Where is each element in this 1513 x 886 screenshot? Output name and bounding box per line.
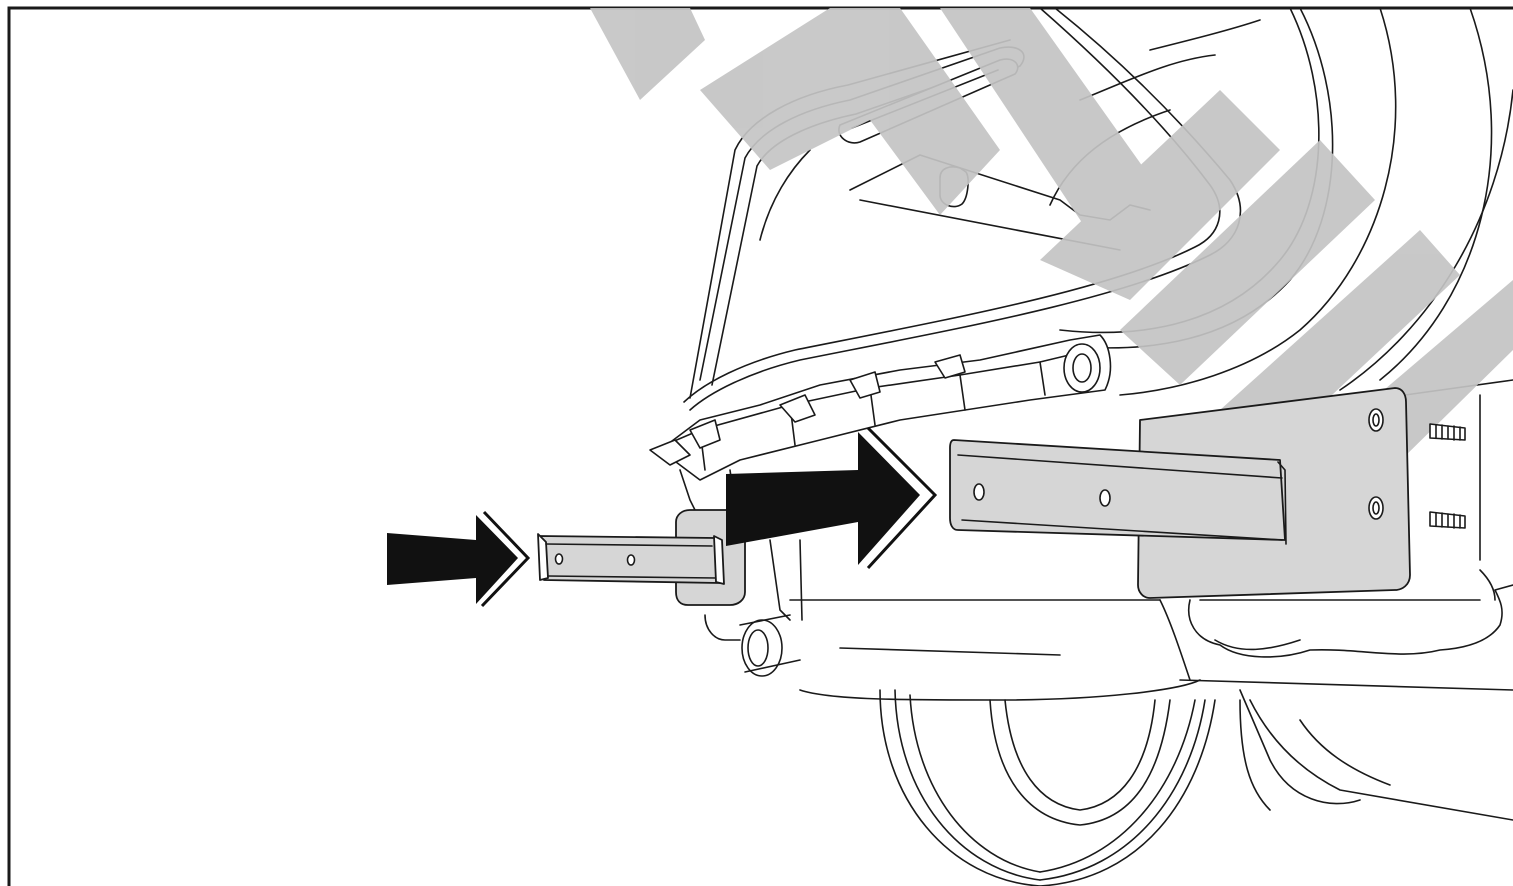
mounting-studs <box>1429 423 1466 529</box>
trailer-hitch-receiver-tube <box>537 509 746 606</box>
arrow-right-icon <box>387 510 531 608</box>
stud-lower <box>1429 511 1466 529</box>
arrow-right-icon <box>726 426 938 570</box>
mounting-bracket <box>949 387 1411 599</box>
spare-tire <box>879 689 1271 886</box>
stud-upper <box>1429 423 1466 441</box>
